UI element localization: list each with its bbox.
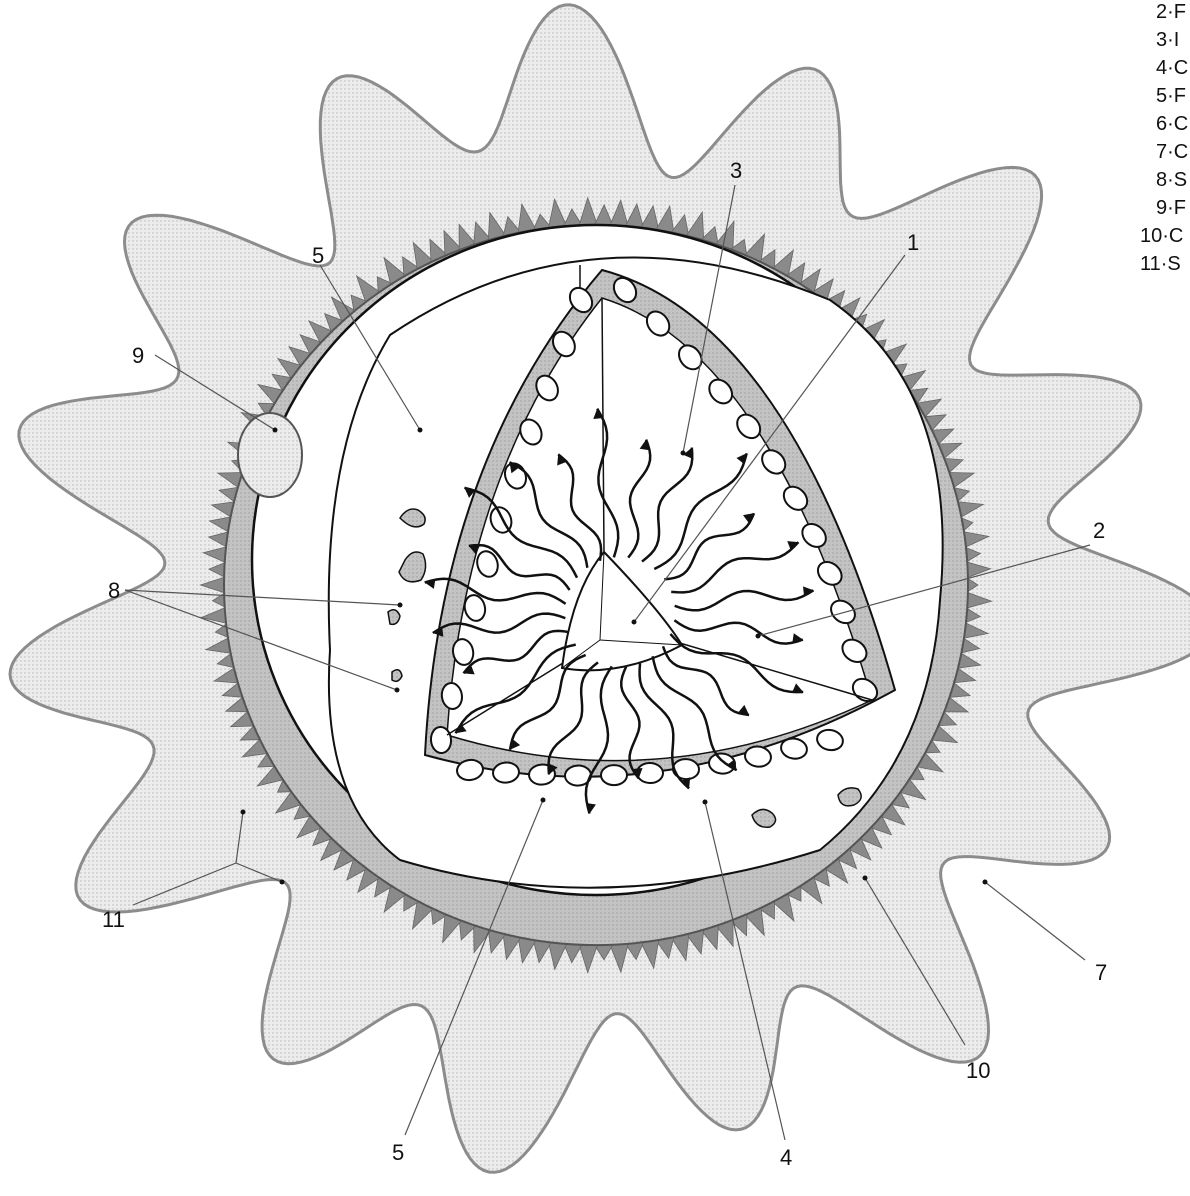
- legend-item: 3·I: [1156, 29, 1179, 51]
- dot-10: [863, 876, 868, 881]
- callout-11: 11: [102, 907, 125, 932]
- dot-8b: [395, 688, 400, 693]
- legend-item: 5·F: [1156, 85, 1186, 107]
- legend-item: 10·C: [1140, 225, 1183, 247]
- granule: [388, 610, 400, 625]
- callout-5-top: 5: [312, 243, 324, 268]
- dot-7: [983, 880, 988, 885]
- legend-item: 11·S: [1140, 253, 1181, 275]
- leader-7: [985, 882, 1085, 960]
- legend-item: 8·S: [1156, 169, 1187, 191]
- rim-cell: [672, 758, 699, 780]
- dot-1: [632, 620, 637, 625]
- callout-7: 7: [1095, 960, 1107, 985]
- dot-8a: [398, 603, 403, 608]
- granule: [838, 788, 861, 806]
- callout-5-bottom: 5: [392, 1140, 404, 1165]
- callout-8: 8: [108, 578, 120, 603]
- legend: 2·F 3·I 4·C 5·F 6·C 7·C 8·S 9·F 10·C 11·S: [1140, 1, 1188, 275]
- dot-5-top: [418, 428, 423, 433]
- callout-1: 1: [907, 230, 919, 255]
- vacuole: [238, 413, 302, 497]
- dot-4: [703, 800, 708, 805]
- legend-item: 9·F: [1156, 197, 1186, 219]
- dot-2: [756, 634, 761, 639]
- callout-9: 9: [132, 343, 144, 368]
- legend-item: 7·C: [1156, 141, 1188, 163]
- callout-4: 4: [780, 1145, 792, 1170]
- legend-item: 2·F: [1156, 1, 1186, 23]
- granule: [392, 670, 402, 682]
- legend-item: 6·C: [1156, 113, 1188, 135]
- dot-11a: [241, 810, 246, 815]
- dot-11b: [280, 880, 285, 885]
- legend-item: 4·C: [1156, 57, 1188, 79]
- callout-10: 10: [966, 1058, 990, 1083]
- dot-5-bottom: [541, 798, 546, 803]
- callout-3: 3: [730, 158, 742, 183]
- dot-9: [273, 428, 278, 433]
- callout-2: 2: [1093, 518, 1105, 543]
- rim-cell: [601, 765, 627, 785]
- dot-3: [681, 451, 686, 456]
